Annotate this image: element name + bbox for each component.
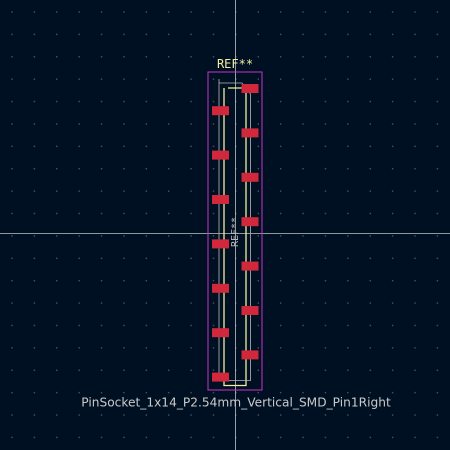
pad-13[interactable]	[241, 350, 259, 360]
pads-group	[212, 84, 259, 382]
pad-14[interactable]	[212, 372, 229, 382]
pad-7[interactable]	[241, 217, 259, 227]
pad-11[interactable]	[241, 306, 259, 315]
pad-3[interactable]	[241, 128, 259, 138]
pad-1[interactable]	[241, 84, 259, 93]
pad-6[interactable]	[212, 195, 229, 204]
pad-5[interactable]	[241, 172, 259, 182]
pad-2[interactable]	[212, 106, 229, 116]
pad-9[interactable]	[241, 261, 259, 271]
pad-8[interactable]	[212, 239, 229, 249]
reference-silkscreen[interactable]: REF**	[217, 57, 253, 71]
pad-10[interactable]	[212, 283, 229, 293]
value-label[interactable]: PinSocket_1x14_P2.54mm_Vertical_SMD_Pin1…	[81, 396, 391, 410]
pad-4[interactable]	[212, 150, 229, 160]
courtyard-outline	[207, 71, 263, 391]
pad-12[interactable]	[212, 328, 229, 338]
reference-fab[interactable]: REF**	[230, 217, 241, 247]
